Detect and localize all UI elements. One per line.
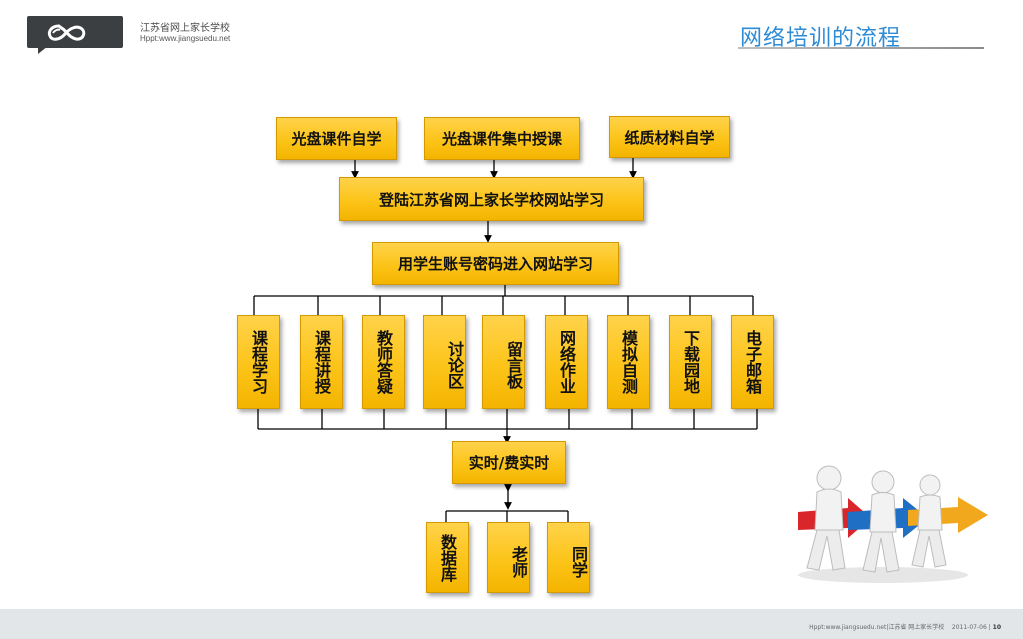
source-box: 光盘课件集中授课 bbox=[424, 117, 580, 160]
target-box: 同学 bbox=[547, 522, 590, 593]
login-box: 登陆江苏省网上家长学校网站学习 bbox=[339, 177, 644, 221]
page-title: 网络培训的流程 bbox=[740, 26, 902, 51]
org-url: Hppt:www.jiangsuedu.net bbox=[140, 34, 231, 43]
teamwork-figures-illustration bbox=[798, 465, 988, 583]
module-box: 讨论区 bbox=[423, 315, 466, 409]
target-box: 数据库 bbox=[426, 522, 469, 593]
account-box: 用学生账号密码进入网站学习 bbox=[372, 242, 619, 285]
module-box: 网络作业 bbox=[545, 315, 588, 409]
module-box: 课程学习 bbox=[237, 315, 280, 409]
logo bbox=[27, 16, 123, 48]
module-box: 下载园地 bbox=[669, 315, 712, 409]
org-name: 江苏省网上家长学校 bbox=[140, 23, 230, 34]
page-number: 10 bbox=[992, 624, 1001, 631]
source-box: 光盘课件自学 bbox=[276, 117, 397, 160]
module-box: 课程讲授 bbox=[300, 315, 343, 409]
logo-tail bbox=[38, 46, 48, 54]
target-box: 老师 bbox=[487, 522, 530, 593]
footer-info: Hppt:www.jiangsuedu.net|江苏省 网上家长学校 2011-… bbox=[809, 624, 1001, 631]
infinity-logo-icon bbox=[47, 24, 86, 41]
footer-bar bbox=[0, 609, 1023, 639]
source-box: 纸质材料自学 bbox=[609, 116, 730, 158]
mode-box: 实时/费实时 bbox=[452, 441, 566, 484]
module-box: 模拟自测 bbox=[607, 315, 650, 409]
module-box: 电子邮箱 bbox=[731, 315, 774, 409]
module-box: 教师答疑 bbox=[362, 315, 405, 409]
footer-date: 2011-07-06 bbox=[951, 624, 987, 631]
footer-site: Hppt:www.jiangsuedu.net|江苏省 网上家长学校 bbox=[809, 624, 945, 631]
module-box: 留言板 bbox=[482, 315, 525, 409]
title-underline bbox=[738, 47, 984, 49]
